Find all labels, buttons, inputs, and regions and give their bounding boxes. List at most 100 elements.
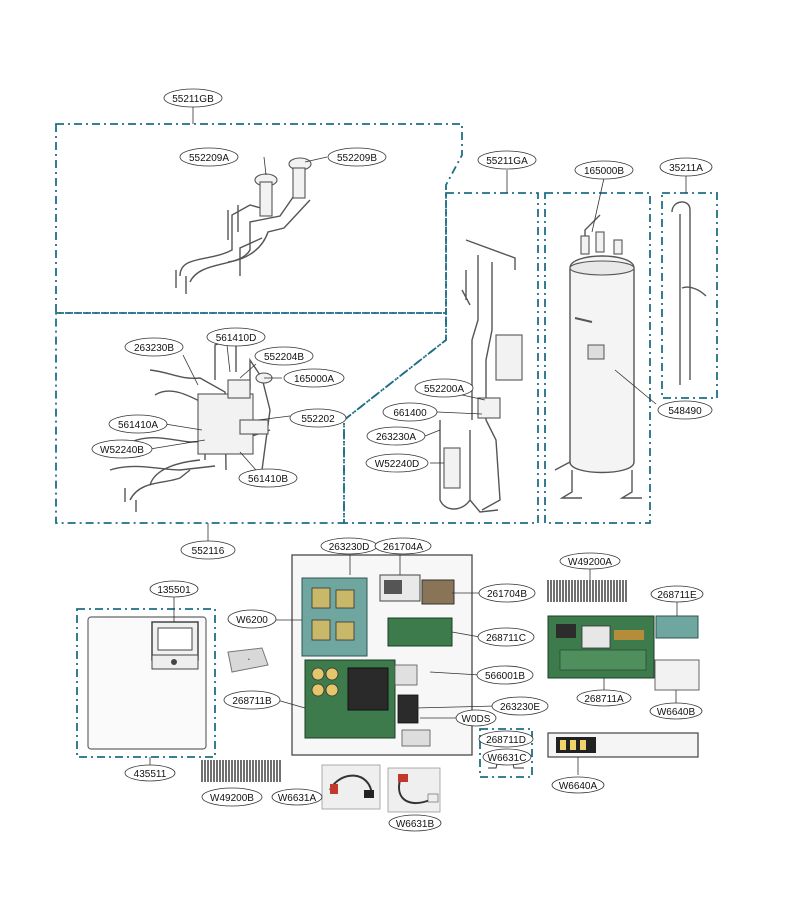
label-W6200: W6200 xyxy=(227,609,277,629)
label-552204B: 552204B xyxy=(254,346,314,366)
svg-text:35211A: 35211A xyxy=(669,163,703,174)
label-261704B: 261704B xyxy=(478,583,536,603)
svg-text:566001B: 566001B xyxy=(485,671,525,682)
label-561410A: 561410A xyxy=(108,414,168,434)
label-552209B: 552209B xyxy=(327,147,387,167)
label-165000B: 165000B xyxy=(574,160,634,180)
svg-text:268711A: 268711A xyxy=(584,694,624,705)
sticker-pack: • xyxy=(227,647,269,673)
svg-text:561410D: 561410D xyxy=(216,333,257,344)
label-561410B: 561410B xyxy=(238,468,298,488)
label-W6631A: W6631A xyxy=(271,788,323,806)
label-561410D: 561410D xyxy=(206,327,266,347)
pcb-268711A xyxy=(547,615,655,679)
label-552202: 552202 xyxy=(289,408,347,428)
label-263230E: 263230E xyxy=(491,696,549,716)
svg-text:165000A: 165000A xyxy=(294,374,334,385)
svg-text:165000B: 165000B xyxy=(584,166,624,177)
pipe-assembly-left xyxy=(109,335,273,512)
wire-harness-W49200B xyxy=(200,760,282,782)
board-W6640B xyxy=(654,659,700,691)
cable-W6631B xyxy=(387,767,441,813)
electrical-box xyxy=(291,554,473,756)
label-W52240B: W52240B xyxy=(91,439,153,459)
label-55211GA: 55211GA xyxy=(477,150,537,170)
svg-text:261704B: 261704B xyxy=(487,589,527,600)
leader-lines xyxy=(149,107,687,775)
svg-text:•: • xyxy=(248,657,250,663)
label-566001B: 566001B xyxy=(476,665,534,685)
label-268711D: 268711D xyxy=(478,730,534,748)
terminal-W6640A xyxy=(547,732,699,758)
label-548490: 548490 xyxy=(657,400,713,420)
tank-assembly xyxy=(554,214,642,499)
svg-text:W52240B: W52240B xyxy=(100,445,144,456)
wire-harness-W49200A xyxy=(546,580,628,602)
frame-55211GA xyxy=(343,192,539,524)
label-W52240D: W52240D xyxy=(365,453,429,473)
part-labels: 55211GB 552209A 552209B 55211GA 165000B … xyxy=(91,88,713,832)
svg-text:W6640A: W6640A xyxy=(559,781,598,792)
svg-text:552209B: 552209B xyxy=(337,153,377,164)
frame-55211GB xyxy=(55,123,463,314)
label-W6631C: W6631C xyxy=(482,748,532,766)
svg-text:552209A: 552209A xyxy=(189,153,229,164)
svg-text:55211GB: 55211GB xyxy=(172,94,214,105)
label-435511: 435511 xyxy=(124,764,176,782)
label-552200A: 552200A xyxy=(414,378,474,398)
label-263230B: 263230B xyxy=(124,337,184,357)
svg-text:552200A: 552200A xyxy=(424,384,464,395)
label-W6640B: W6640B xyxy=(649,702,703,720)
svg-text:W6631A: W6631A xyxy=(278,793,317,804)
svg-text:552204B: 552204B xyxy=(264,352,304,363)
pcb-268711E xyxy=(655,615,699,639)
label-268711A: 268711A xyxy=(576,689,632,707)
frame-W6631C xyxy=(479,728,533,778)
frame-35211A xyxy=(661,192,718,399)
svg-text:435511: 435511 xyxy=(134,769,167,780)
svg-text:263230E: 263230E xyxy=(500,702,540,713)
svg-text:261704A: 261704A xyxy=(383,542,423,553)
svg-text:W6631B: W6631B xyxy=(396,819,435,830)
svg-text:552202: 552202 xyxy=(301,414,335,425)
svg-text:552116: 552116 xyxy=(192,546,225,557)
svg-text:268711C: 268711C xyxy=(486,633,526,644)
svg-text:W52240D: W52240D xyxy=(375,459,419,470)
frame-165000B xyxy=(544,192,651,524)
label-135501: 135501 xyxy=(149,580,199,598)
label-661400: 661400 xyxy=(382,402,438,422)
frame-135501 xyxy=(76,608,216,758)
label-263230A: 263230A xyxy=(366,426,426,446)
svg-text:W49200A: W49200A xyxy=(568,557,612,568)
label-165000A: 165000A xyxy=(283,368,345,388)
vertical-pipe-35211A xyxy=(671,201,707,385)
svg-text:263230D: 263230D xyxy=(329,542,370,553)
svg-text:263230A: 263230A xyxy=(376,432,416,443)
svg-text:W6200: W6200 xyxy=(236,615,268,626)
cable-W6631A xyxy=(321,764,381,810)
svg-text:W6631C: W6631C xyxy=(488,753,527,764)
svg-text:548490: 548490 xyxy=(668,406,702,417)
label-268711B: 268711B xyxy=(223,690,281,710)
label-W6640A: W6640A xyxy=(551,776,605,794)
svg-text:661400: 661400 xyxy=(393,408,427,419)
label-263230D: 263230D xyxy=(320,537,378,555)
pipe-assembly-top xyxy=(175,157,312,294)
label-55211GB: 55211GB xyxy=(163,88,223,108)
label-261704A: 261704A xyxy=(374,537,432,555)
svg-text:268711E: 268711E xyxy=(657,590,697,601)
label-552116: 552116 xyxy=(180,540,236,560)
svg-text:263230B: 263230B xyxy=(134,343,174,354)
svg-text:268711B: 268711B xyxy=(232,696,272,707)
svg-text:268711D: 268711D xyxy=(486,735,526,746)
label-W0DS: W0DS xyxy=(455,709,497,727)
svg-text:W0DS: W0DS xyxy=(462,714,491,725)
label-268711C: 268711C xyxy=(477,627,535,647)
label-268711E: 268711E xyxy=(650,585,704,603)
svg-text:W49200B: W49200B xyxy=(210,793,254,804)
svg-text:135501: 135501 xyxy=(157,585,191,596)
svg-text:W6640B: W6640B xyxy=(657,707,696,718)
label-W49200B: W49200B xyxy=(201,787,263,807)
svg-text:561410B: 561410B xyxy=(248,474,288,485)
